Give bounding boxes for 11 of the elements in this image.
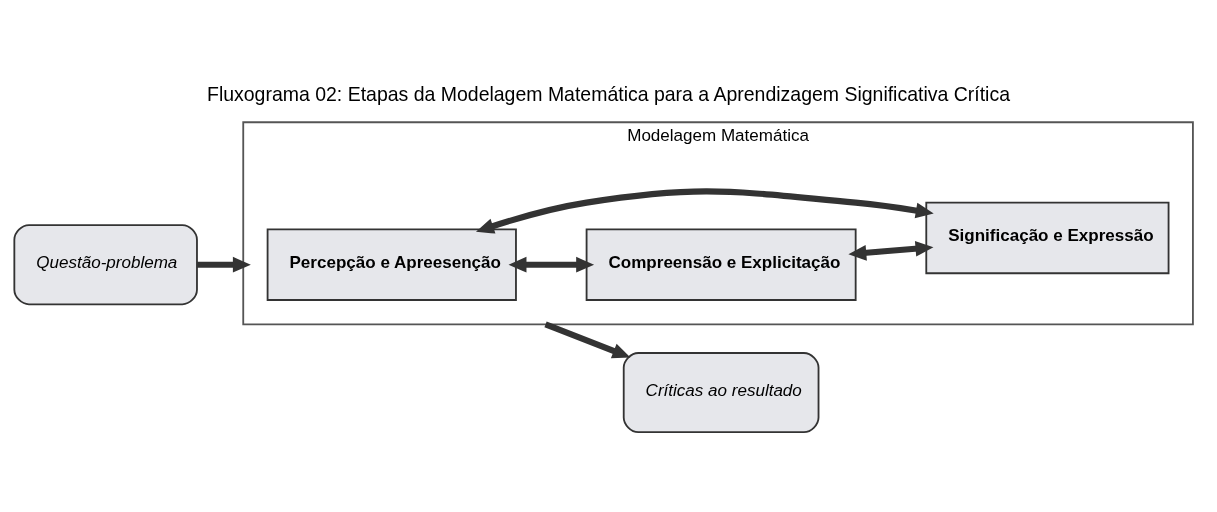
- arrow: [508, 256, 595, 273]
- node-box: Compreensão e Explicitação: [585, 228, 857, 301]
- arrow: [848, 240, 934, 261]
- node-box: Significação e Expressão: [925, 201, 1170, 274]
- node-box: Questão-problema: [13, 223, 198, 305]
- diagram-title: Fluxograma 02: Etapas da Modelagem Matemática para a Aprendizagem Significativa Crítica: [207, 82, 1010, 105]
- arrow: [197, 256, 251, 273]
- node-box: Críticas ao resultado: [622, 351, 820, 433]
- arrow: [544, 321, 631, 358]
- arrow: [475, 187, 934, 234]
- node-box: Percepção e Apreesenção: [266, 228, 517, 301]
